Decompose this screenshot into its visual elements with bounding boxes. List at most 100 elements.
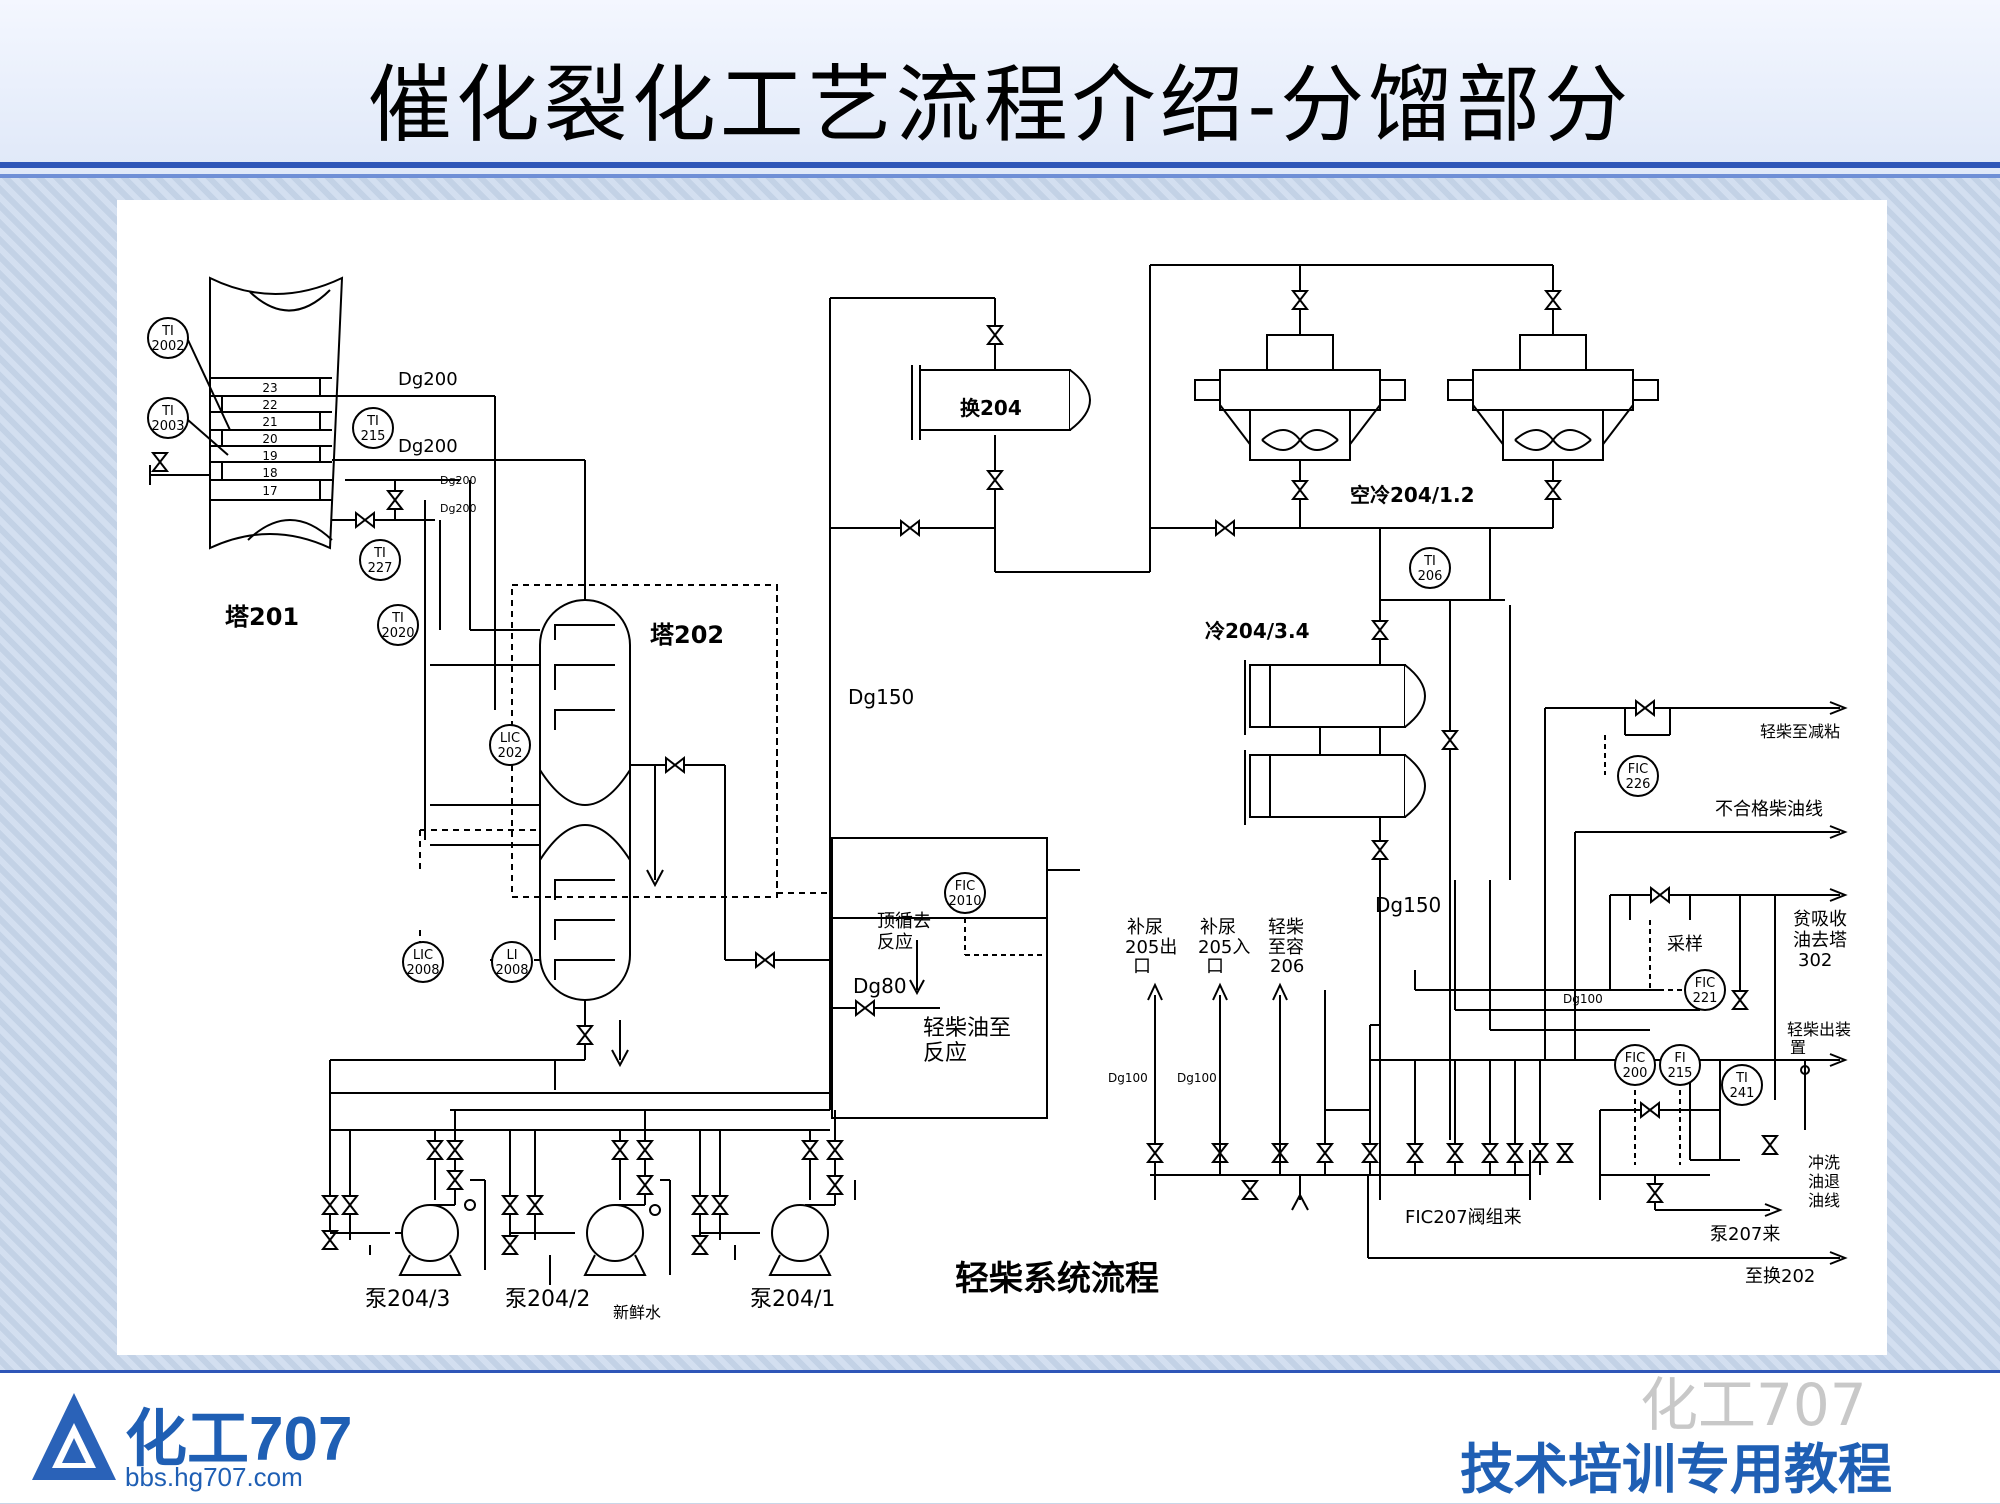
- instrument-fic2010: [944, 872, 986, 914]
- tower-201-label: 塔201: [225, 603, 299, 631]
- label-lco-out: 轻柴出装: [1787, 1020, 1851, 1039]
- tray-number: 20: [262, 432, 277, 446]
- label-lean-absorber: 贫吸收: [1793, 909, 1847, 930]
- tray-number: 17: [262, 484, 277, 498]
- slide-footer: [0, 1370, 2000, 1503]
- slogan: 技术培训专用教程: [1460, 1440, 1892, 1500]
- pump-204-2-label: 泵204/2: [505, 1287, 590, 1312]
- instrument-fi215: [1659, 1044, 1701, 1086]
- pipe-size-label: Dg100: [1177, 1071, 1217, 1085]
- air-cooler-204-label: 空冷204/1.2: [1350, 483, 1474, 507]
- tray-number: 18: [262, 466, 277, 480]
- pipe-size-label: Dg200: [440, 502, 476, 515]
- lic2008-number: 2008: [406, 963, 439, 978]
- watermark: 化工707: [1640, 1371, 1867, 1439]
- label-makeup-205-in: 补尿: [1200, 917, 1236, 938]
- ti227-number: 227: [368, 561, 393, 576]
- instrument-li2008: [491, 941, 533, 983]
- pipe-size-label: Dg100: [1108, 1071, 1148, 1085]
- cooler-204-3-vessel: [1244, 660, 1426, 735]
- ti2020-number: 2020: [381, 626, 414, 641]
- pipe-size-label: Dg200: [398, 369, 458, 390]
- logo-name: 化工707: [125, 1405, 353, 1474]
- tower-202-vessel: [539, 599, 631, 1001]
- label-from-pump-207: 泵207来: [1710, 1224, 1780, 1245]
- instrument-ti227: [359, 539, 401, 581]
- diagram-caption: 轻柴系统流程: [955, 1259, 1159, 1299]
- label-lco-to-visbreaker: 轻柴至减粘: [1760, 722, 1840, 741]
- label-makeup-205-out: 补尿: [1127, 917, 1163, 938]
- cooler-204-label: 冷204/3.4: [1205, 619, 1309, 643]
- slide-title: 催化裂化工艺流程介绍-分馏部分: [367, 56, 1633, 154]
- label-offspec-diesel: 不合格柴油线: [1715, 799, 1823, 820]
- lic202-tag: LIC: [500, 731, 520, 746]
- ti206-tag: TI: [1423, 554, 1436, 569]
- title-rule-secondary: [0, 174, 2000, 178]
- instrument-ti2020: [377, 604, 419, 646]
- instrument-fic200: [1614, 1044, 1656, 1086]
- instrument-ti206: [1409, 547, 1451, 589]
- fic200-tag: FIC: [1625, 1051, 1645, 1066]
- pump-204-1-label: 泵204/1: [750, 1287, 835, 1312]
- label-lco-out-2: 置: [1790, 1038, 1806, 1057]
- instrument-ti215: [352, 407, 394, 449]
- label-top-reflux-2: 反应: [877, 932, 913, 953]
- instrument-ti241: [1721, 1064, 1763, 1106]
- title-band: [0, 0, 2000, 175]
- ti2020-tag: TI: [391, 611, 404, 626]
- tray-number: 19: [262, 449, 277, 463]
- label-lco-to-vessel-206-3: 206: [1270, 956, 1304, 977]
- instrument-fic226: [1617, 755, 1659, 797]
- label-lean-absorber-3: 302: [1798, 950, 1832, 971]
- label-makeup-205-in-3: 口: [1206, 956, 1224, 977]
- fi215-tag: FI: [1674, 1051, 1685, 1066]
- label-top-reflux: 顶循去: [877, 911, 931, 932]
- exchanger-204-vessel: [911, 365, 1091, 440]
- fic200-number: 200: [1623, 1066, 1648, 1081]
- label-lco-to-vessel-206: 轻柴: [1268, 917, 1304, 938]
- instrument-lic2008: [402, 941, 444, 983]
- instrument-ti2002: [147, 317, 189, 359]
- logo-triangle-icon: [32, 1393, 116, 1480]
- ti215-tag: TI: [366, 414, 379, 429]
- fi215-number: 215: [1668, 1066, 1693, 1081]
- label-flush-oil-2: 油退: [1808, 1172, 1840, 1191]
- ti2003-tag: TI: [161, 404, 174, 419]
- label-lean-absorber-2: 油去塔: [1793, 930, 1847, 951]
- pipe-size-label: Dg200: [440, 474, 476, 487]
- lic202-number: 202: [498, 746, 523, 761]
- fic221-tag: FIC: [1695, 976, 1715, 991]
- pipe-size-label: Dg100: [1563, 992, 1603, 1006]
- ti206-number: 206: [1418, 569, 1443, 584]
- label-flush-oil: 冲洗: [1808, 1153, 1840, 1172]
- title-rule: [0, 162, 2000, 168]
- label-fresh-water: 新鲜水: [613, 1303, 661, 1322]
- label-from-fic207: FIC207阀组来: [1405, 1207, 1522, 1228]
- tray-number: 23: [262, 381, 277, 395]
- pump-204-3-label: 泵204/3: [365, 1287, 450, 1312]
- label-makeup-205-in-2: 205入: [1198, 937, 1250, 958]
- air-cooler-204-2-vessel: [1447, 265, 1659, 528]
- tower-202-label: 塔202: [650, 621, 724, 649]
- li2008-number: 2008: [495, 963, 528, 978]
- label-lco-to-reaction-2: 反应: [923, 1041, 967, 1066]
- label-lco-to-vessel-206-2: 至容: [1268, 937, 1304, 958]
- air-cooler-204-1-vessel: [1194, 265, 1406, 528]
- label-to-exchanger-202: 至换202: [1745, 1266, 1815, 1287]
- label-flush-oil-3: 油线: [1808, 1191, 1840, 1210]
- ti241-tag: TI: [1735, 1071, 1748, 1086]
- label-sampling: 采样: [1667, 934, 1703, 955]
- logo-url[interactable]: bbs.hg707.com: [125, 1462, 303, 1492]
- ti2003-number: 2003: [151, 419, 184, 434]
- fic2010-number: 2010: [948, 894, 981, 909]
- tower-201-vessel: [209, 276, 344, 550]
- fic221-number: 221: [1693, 991, 1718, 1006]
- fic226-tag: FIC: [1628, 762, 1648, 777]
- pipe-size-label: Dg200: [398, 436, 458, 457]
- label-makeup-205-out-2: 205出: [1125, 937, 1177, 958]
- fic226-number: 226: [1626, 777, 1651, 792]
- fic2010-tag: FIC: [955, 879, 975, 894]
- pipe-size-label: Dg150: [848, 685, 914, 709]
- label-makeup-205-out-3: 口: [1133, 956, 1151, 977]
